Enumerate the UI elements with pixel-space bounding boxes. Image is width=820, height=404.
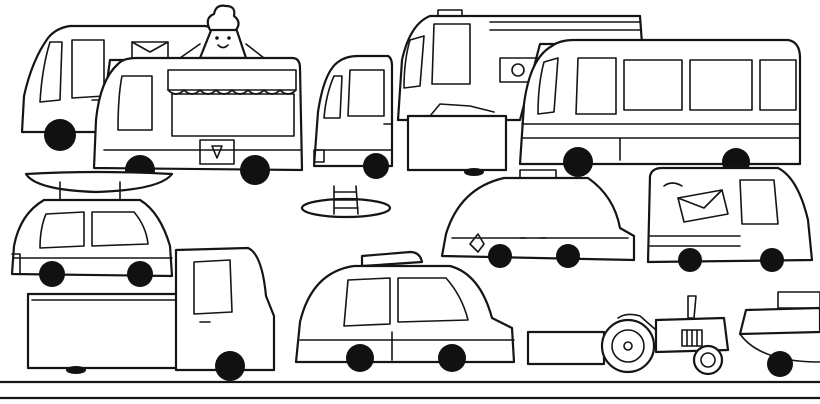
taxi bbox=[440, 169, 636, 268]
slide-manhole bbox=[300, 185, 392, 219]
city-bus bbox=[518, 38, 802, 177]
mail-truck bbox=[646, 166, 814, 272]
boat bbox=[738, 291, 820, 377]
compact-car bbox=[10, 198, 174, 287]
tractor bbox=[600, 295, 730, 376]
canoe bbox=[24, 170, 174, 201]
flatbed-truck bbox=[26, 246, 276, 381]
flatbed-trailer bbox=[406, 103, 508, 176]
cargo-trailer bbox=[526, 330, 606, 366]
sedan-with-luggage bbox=[294, 250, 516, 372]
delivery-van-small bbox=[312, 54, 394, 179]
ice-cream-truck bbox=[92, 56, 304, 185]
ground-lines bbox=[0, 380, 820, 400]
